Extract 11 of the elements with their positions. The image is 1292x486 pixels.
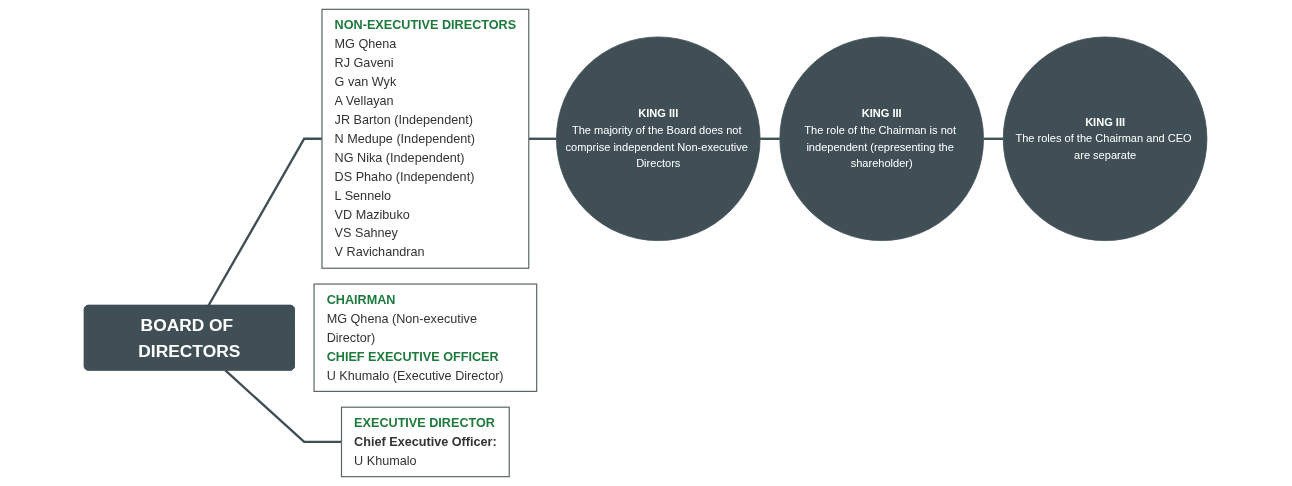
node-box: EXECUTIVE DIRECTOR Chief Executive Officer: U Khumalo bbox=[341, 406, 511, 478]
node-box: CHAIRMAN MG Qhena (Non-executive Director) CHIEF EXECUTIVE OFFICER U Khumalo (Executive Director) bbox=[313, 283, 538, 392]
connector bbox=[983, 137, 1004, 140]
connector bbox=[207, 137, 323, 307]
node-circle: KING III The role of the Chairman is not independent (representing the shareholder) bbox=[779, 36, 985, 241]
connector bbox=[529, 137, 557, 140]
node-box: NON-EXECUTIVE DIRECTORS MG Qhena RJ Gaveni G van Wyk A Vellayan JR Barton (Independent) N Medupe (Independent) NG Nika (Independent) DS Phaho (Independent) L Sennelo VD Mazibuko VS Sahney V Ravichandran bbox=[321, 8, 530, 269]
connector bbox=[224, 369, 342, 444]
connector bbox=[760, 137, 781, 140]
node-circle: KING III The majority of the Board does not comprise independent Non-executive Directors bbox=[556, 36, 761, 241]
node-circle: KING III The roles of the Chairman and CEO are separate bbox=[1003, 36, 1208, 241]
